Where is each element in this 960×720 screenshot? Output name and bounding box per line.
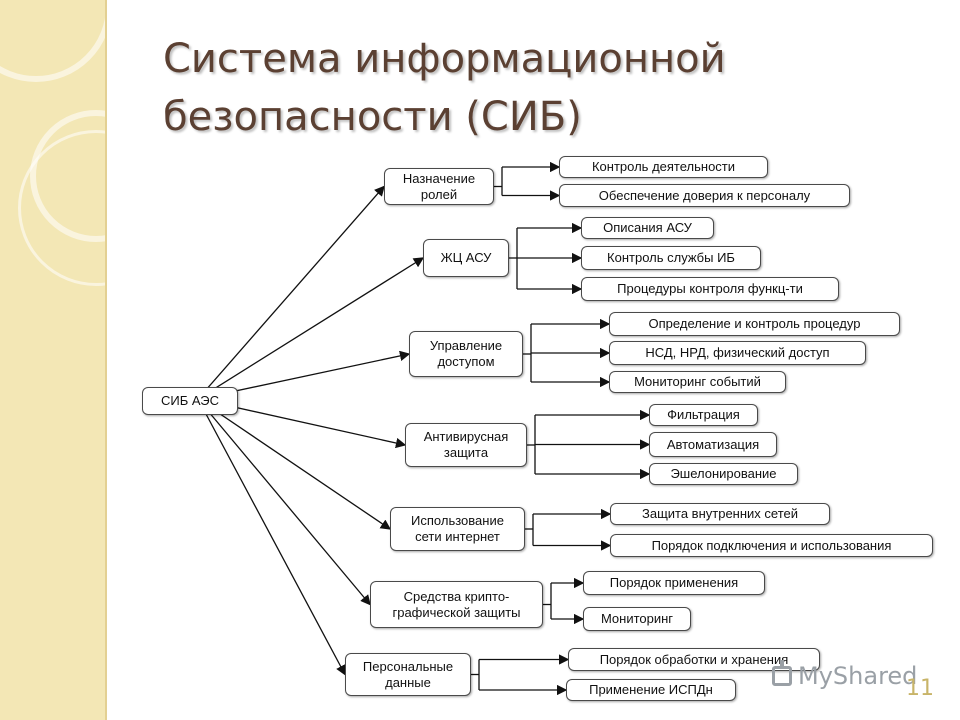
leaf-node: Порядок обработки и хранения (568, 648, 820, 671)
leaf-node: Описания АСУ (581, 217, 714, 239)
leaf-node: Фильтрация (649, 404, 758, 426)
leaf-node: Эшелонирование (649, 463, 798, 485)
connector-arrow (197, 185, 385, 400)
leaf-node: Процедуры контроля функц-ти (581, 277, 839, 301)
branch-node: Средства крипто- графической защиты (370, 581, 543, 628)
branch-node: Антивирусная защита (405, 423, 527, 467)
leaf-node: Применение ИСПДн (566, 679, 736, 701)
leaf-node: Мониторинг событий (609, 371, 786, 393)
leaf-node: Защита внутренних сетей (610, 503, 830, 525)
connector-arrow (197, 398, 392, 530)
branch-node: Назначение ролей (384, 168, 494, 205)
root-node: СИБ АЭС (142, 387, 238, 415)
connector-arrow (197, 257, 425, 400)
connector-arrow (197, 398, 371, 606)
leaf-node: Обеспечение доверия к персоналу (559, 184, 850, 207)
decorative-side-band (0, 0, 107, 720)
branch-node: Управление доступом (409, 331, 523, 377)
branch-node: Использование сети интернет (390, 507, 525, 551)
branch-node: Персональные данные (345, 653, 471, 696)
leaf-node: Порядок применения (583, 571, 765, 595)
branch-node: ЖЦ АСУ (423, 239, 509, 277)
leaf-node: НСД, НРД, физический доступ (609, 341, 866, 365)
leaf-node: Определение и контроль процедур (609, 312, 900, 336)
watermark: MyShared (772, 660, 918, 690)
leaf-node: Автоматизация (649, 432, 777, 457)
slide-title: Система информационной безопасности (СИБ… (163, 30, 863, 146)
band-edge (105, 0, 107, 720)
leaf-node: Порядок подключения и использования (610, 534, 933, 557)
leaf-node: Мониторинг (583, 607, 691, 631)
connector-arrow (197, 398, 346, 676)
page-number: 11 (906, 676, 934, 701)
leaf-node: Контроль деятельности (559, 156, 768, 178)
watermark-text: MyShared (798, 662, 918, 690)
mysharedlogo-icon (772, 660, 792, 686)
leaf-node: Контроль службы ИБ (581, 246, 761, 270)
title-line-1: Система информационной (163, 36, 726, 82)
title-line-2: безопасности (СИБ) (163, 94, 582, 140)
